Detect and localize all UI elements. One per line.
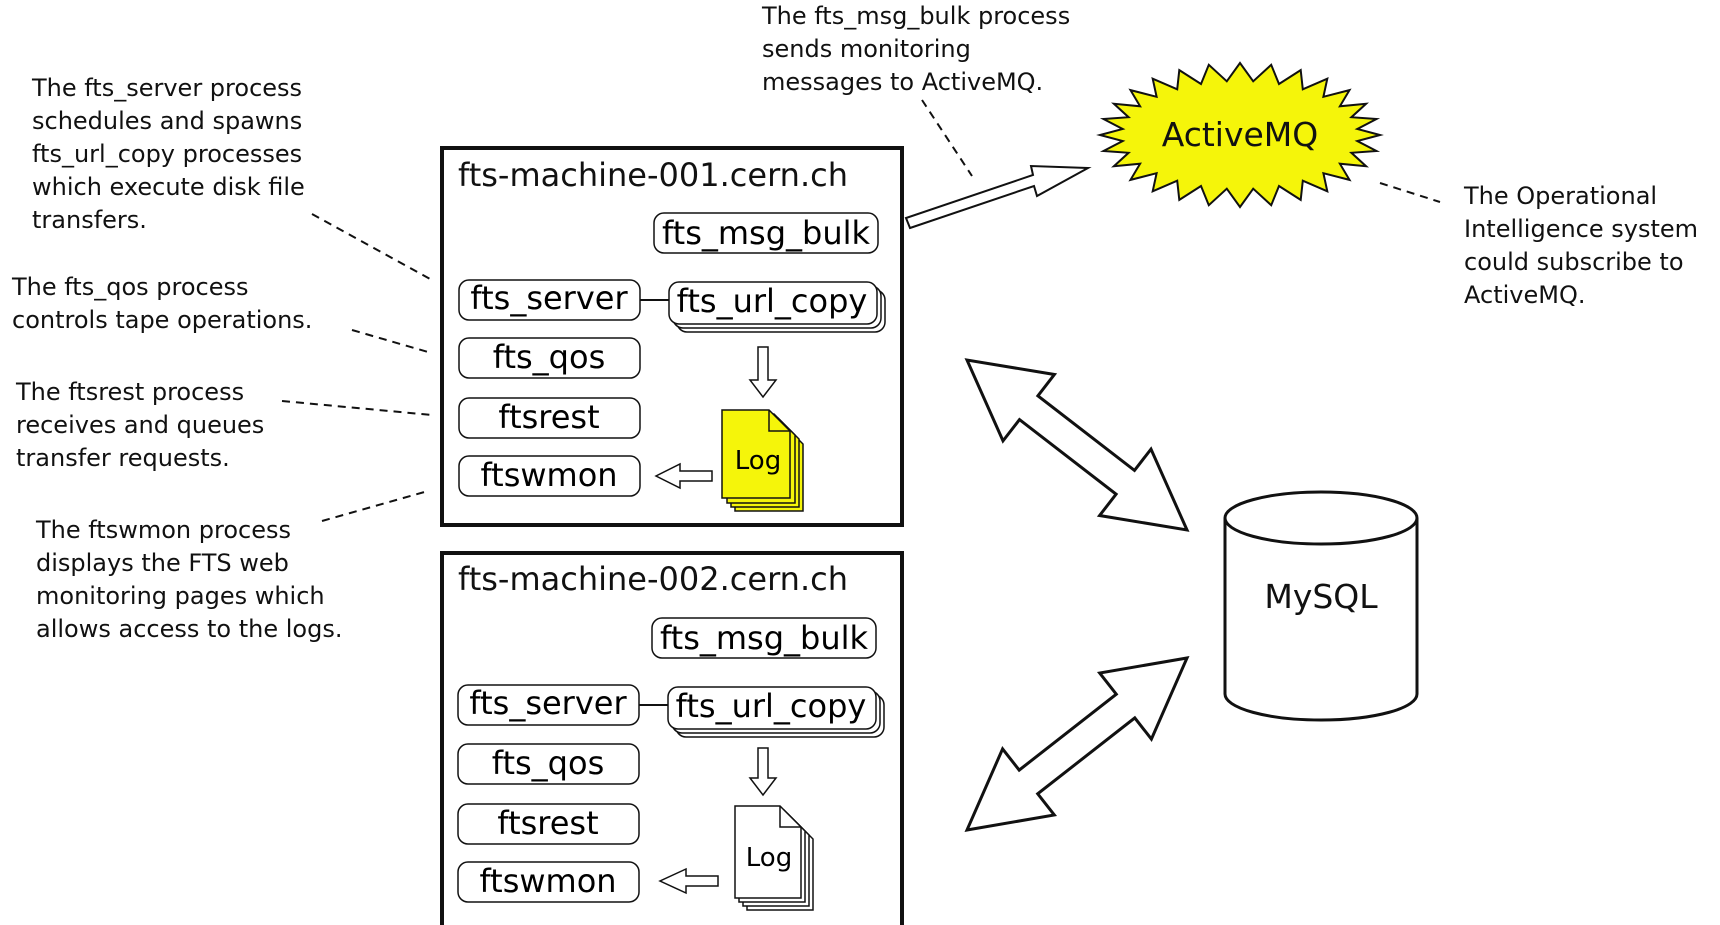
annotation-line: messages to ActiveMQ. xyxy=(762,68,1044,96)
machine-002: fts-machine-002.cern.ch fts_msg_bulk fts… xyxy=(440,551,904,925)
machine-002-log-file-icon xyxy=(734,805,814,911)
annotation-line: transfer requests. xyxy=(16,444,230,472)
machine-002-arrow-down-icon xyxy=(748,747,778,797)
machine-002-mysql-double-arrow-icon xyxy=(964,656,1190,832)
annotation-line: The ftswmon process xyxy=(36,516,291,544)
mysql-label: MySQL xyxy=(1264,577,1378,616)
machine-001-ftswmon-label: ftswmon xyxy=(480,456,617,494)
machine-002-fts-server-label: fts_server xyxy=(469,684,627,722)
machine-002-fts-qos-label: fts_qos xyxy=(492,744,604,782)
annotation-line: sends monitoring xyxy=(762,35,971,63)
machine-001-fts-msg-bulk-label: fts_msg_bulk xyxy=(662,214,871,252)
annotation-line: The fts_msg_bulk process xyxy=(762,2,1071,30)
mysql-cylinder-body xyxy=(1223,518,1419,722)
leader-line-fts-msg-bulk xyxy=(921,99,973,177)
leader-line-ftswmon xyxy=(321,490,429,522)
leader-line-ftsrest xyxy=(281,400,433,416)
annotation-ftswmon: The ftswmon process displays the FTS web… xyxy=(36,514,342,646)
annotation-line: controls tape operations. xyxy=(12,306,313,334)
machine-002-arrow-left-icon xyxy=(658,867,719,895)
machine-002-fts-qos-box xyxy=(457,743,640,785)
leader-lines xyxy=(281,99,1441,522)
annotation-line: schedules and spawns xyxy=(32,107,303,135)
annotation-line: monitoring pages which xyxy=(36,582,325,610)
annotation-fts-qos: The fts_qos process controls tape operat… xyxy=(12,271,312,337)
machine-002-ftswmon-label: ftswmon xyxy=(479,862,616,900)
annotation-line: fts_url_copy processes xyxy=(32,140,303,168)
msg-bulk-to-activemq-arrow-icon xyxy=(904,164,1092,230)
mysql-database-icon xyxy=(1223,490,1419,722)
machine-002-fts-msg-bulk-label: fts_msg_bulk xyxy=(660,619,869,657)
machine-001-ftsrest-label: ftsrest xyxy=(498,398,599,436)
annotation-operational-intelligence: The Operational Intelligence system coul… xyxy=(1464,180,1698,312)
machine-002-ftswmon-box xyxy=(457,861,640,903)
machine-001-ftsrest-box xyxy=(458,397,641,439)
machine-002-log-label: Log xyxy=(746,843,792,873)
activemq-label: ActiveMQ xyxy=(1162,115,1319,154)
machine-002-ftsrest-box xyxy=(457,803,640,845)
machine-002-log-fold xyxy=(779,806,801,828)
machine-002-fts-msg-bulk-box xyxy=(651,617,877,659)
annotation-line: The Operational xyxy=(1464,182,1658,210)
annotation-ftsrest: The ftsrest process receives and queues … xyxy=(16,376,264,475)
machine-002-hostname: fts-machine-002.cern.ch xyxy=(458,560,848,598)
machine-002-fts-url-copy-label: fts_url_copy xyxy=(676,687,867,725)
machine-001-fts-url-copy-label: fts_url_copy xyxy=(677,282,868,320)
annotation-line: ActiveMQ. xyxy=(1464,281,1586,309)
annotation-line: receives and queues xyxy=(16,411,265,439)
annotation-line: The fts_qos process xyxy=(12,273,249,301)
annotation-line: The fts_server process xyxy=(32,74,303,102)
machine-001-mysql-double-arrow-icon xyxy=(964,358,1190,532)
machine-002-ftsrest-label: ftsrest xyxy=(497,804,598,842)
activemq-starburst-icon xyxy=(1096,61,1384,209)
annotation-line: The ftsrest process xyxy=(16,378,245,406)
machine-001-arrow-down-icon xyxy=(748,346,778,399)
machine-001-log-page-front xyxy=(721,409,791,499)
machine-001-fts-msg-bulk-box xyxy=(653,212,879,254)
annotation-line: transfers. xyxy=(32,206,147,234)
leader-line-activemq xyxy=(1379,182,1441,203)
machine-001-log-fold xyxy=(768,410,790,432)
leader-line-fts-qos xyxy=(351,329,429,353)
annotation-fts-server: The fts_server process schedules and spa… xyxy=(32,72,305,237)
machine-002-log-page-front xyxy=(734,805,802,899)
annotation-line: allows access to the logs. xyxy=(36,615,343,643)
leader-line-fts-server xyxy=(311,213,433,281)
machine-001-fts-server-label: fts_server xyxy=(470,279,628,317)
machine-001-ftswmon-box xyxy=(458,455,641,497)
annotation-line: could subscribe to xyxy=(1464,248,1684,276)
machine-001-arrow-left-icon xyxy=(654,462,713,490)
machine-002-fts-url-copy-box xyxy=(667,686,877,730)
annotation-line: Intelligence system xyxy=(1464,215,1699,243)
machine-001-log-file-icon xyxy=(721,409,804,512)
machine-001-log-label: Log xyxy=(735,446,781,476)
machine-001-fts-qos-label: fts_qos xyxy=(493,338,605,376)
annotation-line: which execute disk file xyxy=(32,173,305,201)
annotation-fts-msg-bulk: The fts_msg_bulk process sends monitorin… xyxy=(762,0,1070,99)
mysql-cylinder-top xyxy=(1223,490,1419,546)
machine-001-fts-url-copy-box xyxy=(668,281,878,325)
machine-001-hostname: fts-machine-001.cern.ch xyxy=(458,156,848,194)
annotation-line: displays the FTS web xyxy=(36,549,289,577)
machine-001-fts-qos-box xyxy=(458,337,641,379)
machine-001: fts-machine-001.cern.ch fts_msg_bulk fts… xyxy=(440,146,904,527)
